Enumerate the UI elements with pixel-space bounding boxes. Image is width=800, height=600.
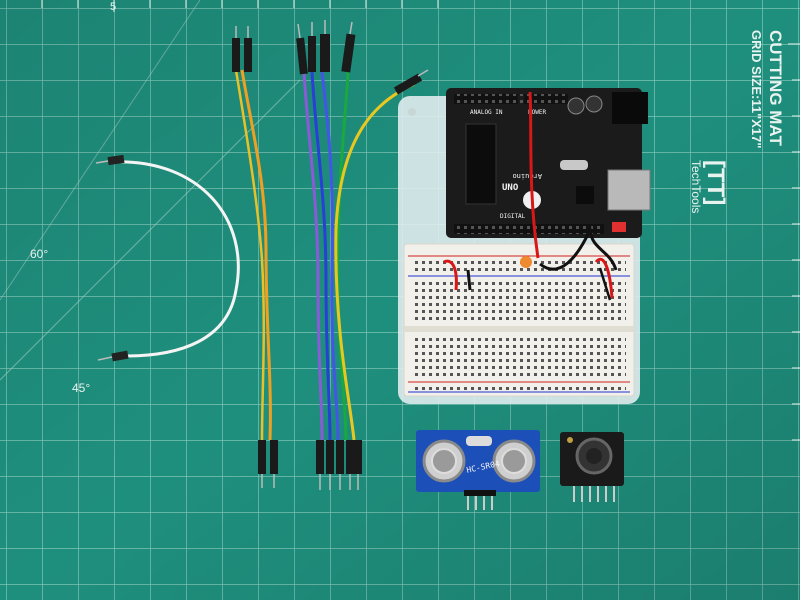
- board-jumpers: [443, 91, 618, 301]
- wire-connector: [393, 73, 423, 95]
- wire-connector: [308, 36, 316, 72]
- arduino-uno-board: ANALOG IN POWER DIGITAL Arduino UNO: [446, 88, 651, 238]
- breadboard-main-top: [412, 282, 626, 324]
- mat-angle-45-label: 45°: [72, 381, 90, 395]
- mat-brand-block: CUTTING MAT GRID SIZE:11"X17": [749, 30, 785, 149]
- wire-connector: [270, 440, 278, 474]
- hc-sr04-sensor: HC-SR04: [416, 430, 540, 510]
- digital-label: DIGITAL: [500, 213, 526, 220]
- mat-grid-size-label: GRID SIZE:11"X17": [749, 30, 764, 149]
- reset-button: [612, 222, 626, 232]
- mat-angle-60-label: 60°: [30, 247, 48, 261]
- mat-logo: [TT] TechTools: [689, 160, 729, 213]
- wire-connector: [244, 38, 252, 72]
- usb-port: [607, 169, 651, 211]
- wire-connector: [346, 440, 354, 474]
- wire-connector: [111, 350, 129, 362]
- wire-connector: [258, 440, 266, 474]
- white-jumper-wire: [95, 154, 240, 362]
- wire-connector: [320, 34, 330, 72]
- maxbotix-sensor: [560, 432, 624, 502]
- arduino-brand-label: Arduino: [512, 172, 542, 180]
- wire-connector: [296, 37, 308, 75]
- atmega-chip: [465, 123, 497, 205]
- usb-chip: [576, 186, 594, 204]
- led: [520, 256, 532, 268]
- capacitor: [567, 97, 585, 115]
- power-label: POWER: [528, 109, 546, 116]
- crystal: [466, 436, 492, 446]
- wire-connector: [316, 440, 324, 474]
- plate-screw-hole: [408, 108, 416, 116]
- mat-edge-number: 5: [110, 1, 116, 13]
- mat-brand-mark: [TT]: [702, 160, 729, 205]
- mat-ruler-top: [41, 0, 439, 12]
- breadboard-main-bottom: [412, 334, 626, 376]
- capacitor: [585, 95, 603, 113]
- uno-model-label: UNO: [502, 183, 519, 193]
- breadboard-rail: [412, 384, 626, 392]
- wire-connector: [336, 440, 344, 474]
- mat-ruler-right: [788, 43, 800, 441]
- analog-in-label: ANALOG IN: [470, 109, 503, 116]
- dc-power-jack: [612, 92, 648, 124]
- wire-connector: [326, 440, 334, 474]
- mat-product-label: CUTTING MAT: [766, 30, 785, 146]
- wire-connector: [107, 154, 125, 166]
- breadboard-center-channel: [404, 326, 634, 332]
- wire-connector: [354, 440, 362, 474]
- mat-brand-name: TechTools: [689, 160, 703, 213]
- orange-jumper-wire: [232, 26, 278, 488]
- crystal: [560, 160, 588, 170]
- wire-bundle: [296, 20, 429, 490]
- breadboard-rail: [412, 260, 626, 272]
- wire-connector: [341, 33, 356, 73]
- wire-connector: [232, 38, 240, 72]
- breadboard: [403, 243, 635, 397]
